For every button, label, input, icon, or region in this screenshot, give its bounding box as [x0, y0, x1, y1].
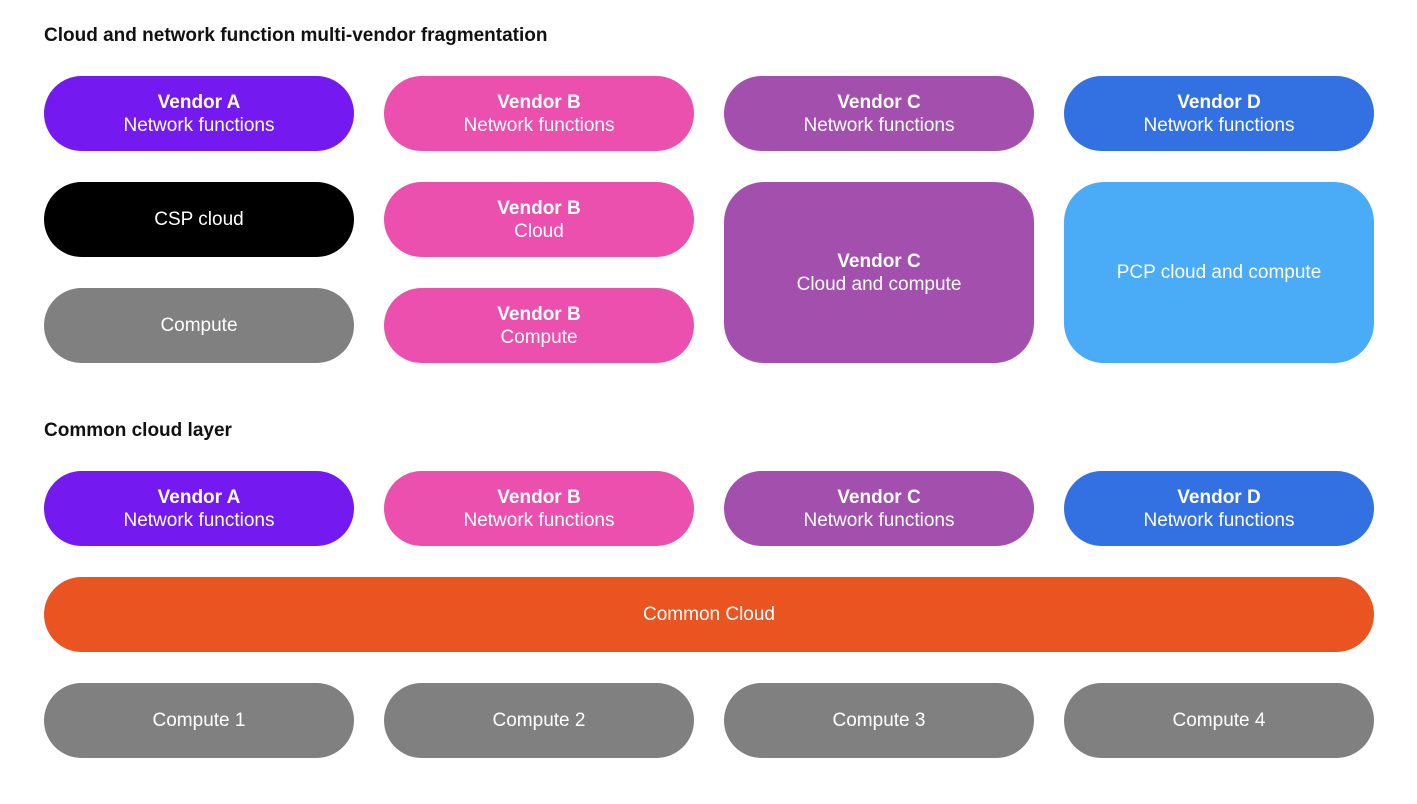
- vendor-b-cloud-box: Vendor B Cloud: [384, 182, 694, 257]
- box-title: Vendor A: [157, 486, 241, 508]
- compute-1-box: Compute 1: [44, 683, 354, 758]
- section-fragmentation-heading: Cloud and network function multi-vendor …: [44, 25, 548, 46]
- box-title: Vendor B: [497, 486, 581, 508]
- box-subtitle: Network functions: [463, 509, 615, 531]
- vendor-a-network-functions-box: Vendor A Network functions: [44, 471, 354, 546]
- box-title: Vendor C: [837, 250, 921, 272]
- box-subtitle: Compute: [500, 326, 578, 348]
- compute-3-box: Compute 3: [724, 683, 1034, 758]
- box-subtitle: Network functions: [1143, 509, 1295, 531]
- section-common-cloud-heading: Common cloud layer: [44, 420, 232, 441]
- common-cloud-box: Common Cloud: [44, 577, 1374, 652]
- box-subtitle: Network functions: [803, 509, 955, 531]
- box-title: Vendor D: [1177, 486, 1261, 508]
- box-title: Vendor D: [1177, 91, 1261, 113]
- box-label: CSP cloud: [154, 209, 244, 230]
- box-subtitle: Cloud and compute: [796, 273, 962, 295]
- compute-box: Compute: [44, 288, 354, 363]
- box-subtitle: Cloud: [514, 220, 564, 242]
- compute-4-box: Compute 4: [1064, 683, 1374, 758]
- vendor-d-network-functions-box: Vendor D Network functions: [1064, 471, 1374, 546]
- box-title: Vendor B: [497, 197, 581, 219]
- vendor-b-network-functions-box: Vendor B Network functions: [384, 471, 694, 546]
- box-title: Vendor C: [837, 486, 921, 508]
- compute-2-box: Compute 2: [384, 683, 694, 758]
- box-label: PCP cloud and compute: [1116, 262, 1322, 283]
- box-label: Common Cloud: [643, 604, 775, 625]
- vendor-b-network-functions-box: Vendor B Network functions: [384, 76, 694, 151]
- box-label: Compute 4: [1172, 710, 1266, 731]
- box-label: Compute: [160, 315, 238, 336]
- vendor-c-cloud-compute-box: Vendor C Cloud and compute: [724, 182, 1034, 363]
- box-subtitle: Network functions: [803, 114, 955, 136]
- box-subtitle: Network functions: [1143, 114, 1295, 136]
- box-subtitle: Network functions: [463, 114, 615, 136]
- box-label: Compute 3: [832, 710, 926, 731]
- vendor-a-network-functions-box: Vendor A Network functions: [44, 76, 354, 151]
- vendor-d-network-functions-box: Vendor D Network functions: [1064, 76, 1374, 151]
- box-label: Compute 2: [492, 710, 586, 731]
- box-title: Vendor B: [497, 91, 581, 113]
- vendor-c-network-functions-box: Vendor C Network functions: [724, 76, 1034, 151]
- box-title: Vendor A: [157, 91, 241, 113]
- box-subtitle: Network functions: [123, 114, 275, 136]
- box-label: Compute 1: [152, 710, 246, 731]
- pcp-cloud-compute-box: PCP cloud and compute: [1064, 182, 1374, 363]
- box-title: Vendor C: [837, 91, 921, 113]
- vendor-c-network-functions-box: Vendor C Network functions: [724, 471, 1034, 546]
- vendor-b-compute-box: Vendor B Compute: [384, 288, 694, 363]
- csp-cloud-box: CSP cloud: [44, 182, 354, 257]
- box-subtitle: Network functions: [123, 509, 275, 531]
- box-title: Vendor B: [497, 303, 581, 325]
